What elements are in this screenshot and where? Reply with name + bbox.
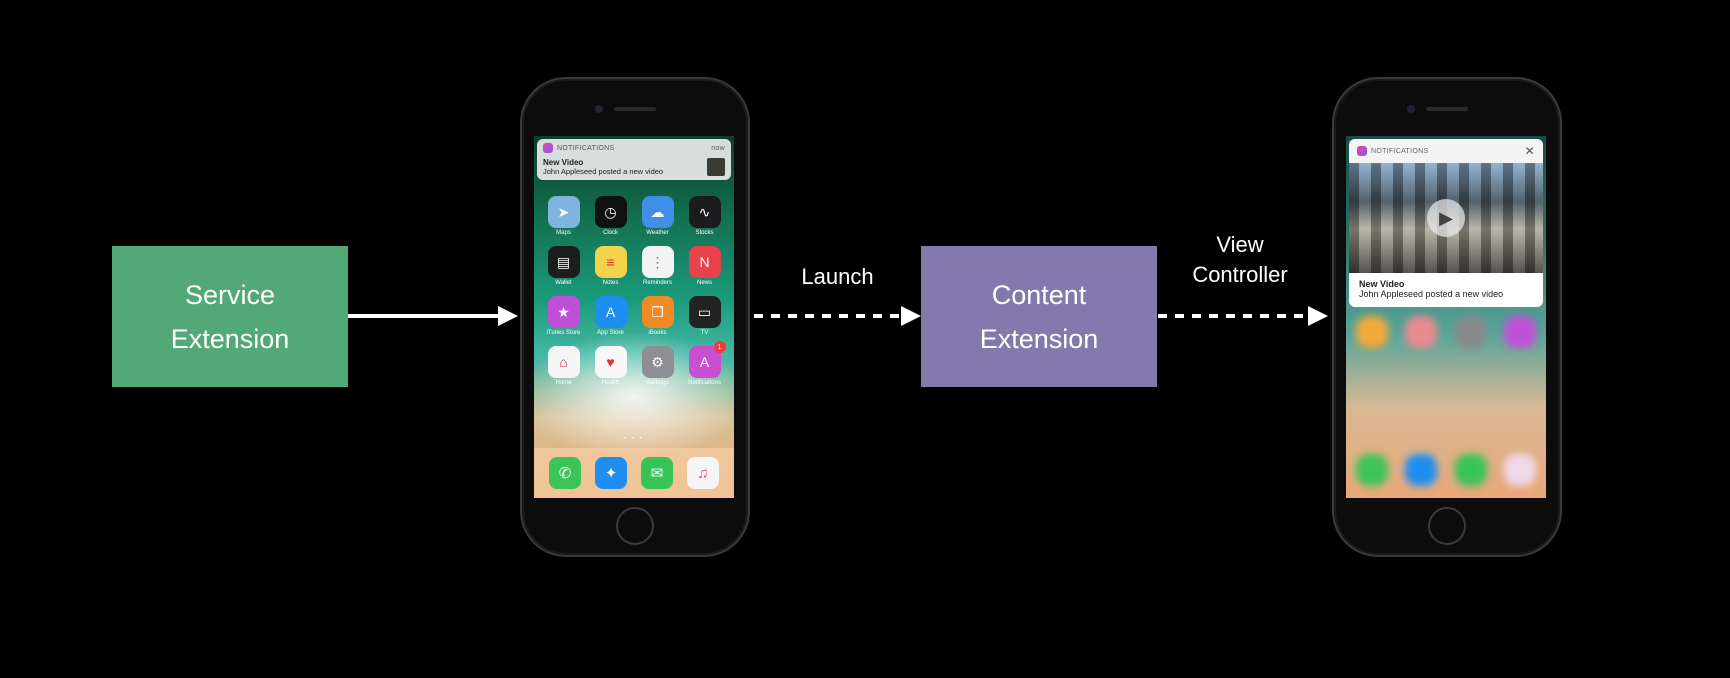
stocks-icon: ∿ [688, 196, 721, 228]
app-app-store[interactable]: A App Store [587, 296, 634, 336]
content-extension-label-line1: Content [991, 279, 1087, 310]
front-camera [595, 105, 603, 113]
app-store-icon: A [594, 296, 627, 328]
notes-icon: ≡ [594, 246, 627, 278]
clock-icon: ◷ [594, 196, 627, 228]
app-tv[interactable]: ▭ TV [681, 296, 728, 336]
expanded-notification: NOTIFICATIONS ✕ ▶ New Video John Applese… [1349, 139, 1543, 307]
earpiece [614, 107, 656, 111]
app-label: Home [555, 380, 572, 386]
reminders-icon: ⋮ [641, 246, 674, 278]
app-itunes-store[interactable]: ★ iTunes Store [540, 296, 587, 336]
maps-icon: ➤ [547, 196, 580, 228]
weather-icon: ☁ [641, 196, 674, 228]
app-label: Reminders [642, 280, 672, 286]
play-icon[interactable]: ▶ [1427, 199, 1465, 237]
notification-title: New Video [543, 158, 584, 167]
close-icon[interactable]: ✕ [1524, 144, 1535, 158]
app-label: News [696, 280, 712, 286]
phone2-screen: NOTIFICATIONS ✕ ▶ New Video John Applese… [1346, 136, 1546, 498]
notifications-app-icon [543, 143, 553, 153]
iphone-expanded-notification: NOTIFICATIONS ✕ ▶ New Video John Applese… [1332, 77, 1562, 557]
earpiece [1426, 107, 1468, 111]
itunes-store-icon: ★ [547, 296, 580, 328]
app-label: Wallet [555, 280, 572, 286]
news-icon: N [688, 246, 721, 278]
expanded-notification-app-name: NOTIFICATIONS [1371, 147, 1429, 155]
app-grid: ➤ Maps ◷ Clock ☁ Weather ∿ Stocks ▤ Wallet ≡ Notes ⋮… [540, 196, 728, 386]
app-ibooks[interactable]: ❐ iBooks [634, 296, 681, 336]
app-label: App Store [597, 330, 624, 336]
page-dots: • • • [624, 436, 644, 442]
app-notes[interactable]: ≡ Notes [587, 246, 634, 286]
blurred-dock [1356, 454, 1536, 486]
app-maps[interactable]: ➤ Maps [540, 196, 587, 236]
notification-thumbnail [707, 158, 725, 176]
app-label: Health [601, 380, 620, 386]
app-clock[interactable]: ◷ Clock [587, 196, 634, 236]
expanded-notification-title: New Video [1359, 279, 1405, 289]
content-extension-box: Content Extension [921, 246, 1157, 387]
arrow-view-controller [1158, 306, 1328, 326]
phone-icon[interactable]: ✆ [549, 457, 581, 489]
app-weather[interactable]: ☁ Weather [634, 196, 681, 236]
notification-time: now [711, 144, 725, 152]
app-health[interactable]: ♥ Health [587, 346, 634, 386]
ibooks-icon: ❐ [641, 296, 674, 328]
home-button[interactable] [616, 507, 654, 545]
notification-app-name: NOTIFICATIONS [557, 144, 615, 152]
app-label: Notifications [688, 380, 721, 386]
arrow-launch [754, 306, 921, 326]
app-label: iBooks [648, 330, 667, 336]
app-label: Settings [646, 380, 669, 386]
music-icon[interactable]: ♫ [687, 457, 719, 489]
phone1-screen: NOTIFICATIONS now New Video John Applese… [534, 136, 734, 498]
app-label: TV [700, 330, 709, 336]
view-controller-label: View Controller [1175, 230, 1305, 290]
notification-badge: 1 [713, 341, 726, 353]
launch-label: Launch [801, 264, 874, 289]
app-label: Notes [602, 280, 619, 286]
service-extension-label-line1: Service [184, 279, 275, 310]
service-extension-label-line2: Extension [170, 323, 290, 354]
home-button[interactable] [1428, 507, 1466, 545]
wallet-icon: ▤ [547, 246, 580, 278]
app-label: iTunes Store [546, 330, 581, 336]
app-settings[interactable]: ⚙ Settings [634, 346, 681, 386]
arrow-service-to-phone [348, 306, 518, 326]
view-controller-label-line2: Controller [1192, 262, 1288, 287]
app-label: Weather [646, 230, 669, 236]
app-stocks[interactable]: ∿ Stocks [681, 196, 728, 236]
service-extension-box: Service Extension [112, 246, 348, 387]
expanded-notification-body: John Appleseed posted a new video [1359, 289, 1504, 299]
safari-icon[interactable]: ✦ [595, 457, 627, 489]
view-controller-label-line1: View [1216, 232, 1264, 257]
dock: ✆ ✦ ✉ ♫ [534, 448, 734, 498]
app-label: Stocks [695, 230, 714, 236]
blurred-app-row [1356, 316, 1536, 348]
health-icon: ♥ [594, 346, 627, 378]
app-wallet[interactable]: ▤ Wallet [540, 246, 587, 286]
app-label: Clock [602, 230, 618, 236]
settings-icon: ⚙ [641, 346, 674, 378]
tv-icon: ▭ [688, 296, 721, 328]
front-camera [1407, 105, 1415, 113]
app-label: Maps [556, 230, 571, 236]
iphone-home-screen: NOTIFICATIONS now New Video John Applese… [520, 77, 750, 557]
banner-notification[interactable]: NOTIFICATIONS now New Video John Applese… [537, 139, 731, 180]
content-extension-label-line2: Extension [979, 323, 1099, 354]
app-reminders[interactable]: ⋮ Reminders [634, 246, 681, 286]
messages-icon[interactable]: ✉ [641, 457, 673, 489]
app-home[interactable]: ⌂ Home [540, 346, 587, 386]
notifications-app-icon [1357, 146, 1367, 156]
video-player[interactable]: ▶ [1349, 163, 1543, 273]
home-icon: ⌂ [547, 346, 580, 378]
notification-body: John Appleseed posted a new video [543, 167, 664, 176]
app-news[interactable]: N News [681, 246, 728, 286]
